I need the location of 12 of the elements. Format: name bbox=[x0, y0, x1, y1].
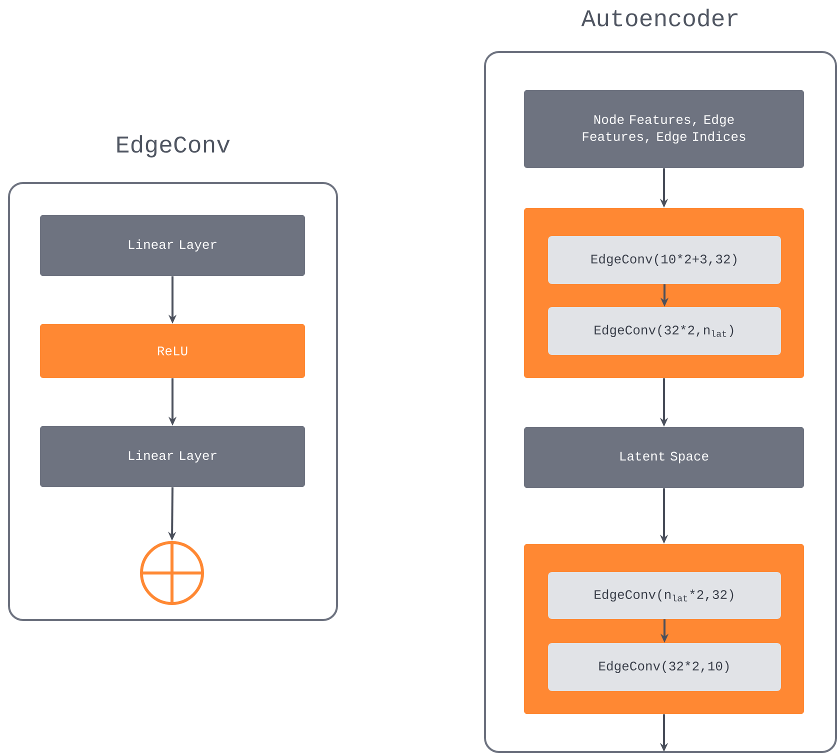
layer-box: Node Features, Edge Features, Edge Indices bbox=[524, 90, 804, 168]
panel-title: Autoencoder bbox=[581, 8, 738, 26]
panel-title: EdgeConv bbox=[117, 135, 230, 158]
layer-box: EdgeConv(n$_{lat}$*2,32) bbox=[548, 572, 781, 619]
layer-box: EdgeConv(32*2,10) bbox=[548, 643, 781, 691]
sum-symbol bbox=[140, 541, 204, 605]
layer-box: EdgeConv(32*2,n$_{lat}$) bbox=[548, 307, 781, 355]
layer-box: Linear Layer bbox=[40, 215, 305, 276]
layer-box: ReLU bbox=[40, 324, 305, 378]
layer-box: Linear Layer bbox=[40, 426, 305, 487]
layer-box: EdgeConv(10*2+3,32) bbox=[548, 236, 781, 284]
layer-box: Latent Space bbox=[524, 427, 804, 488]
